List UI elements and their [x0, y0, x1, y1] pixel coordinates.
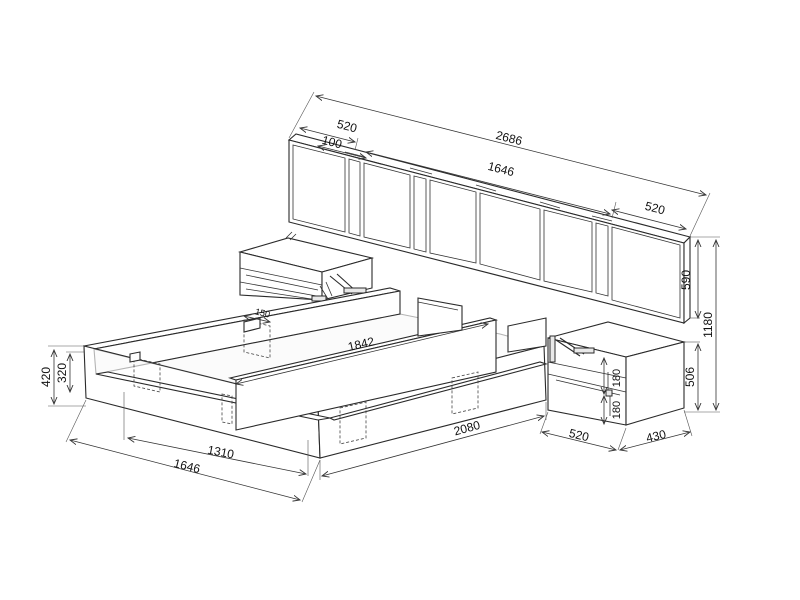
- nightstand-left: [237, 231, 375, 302]
- dim-total-height: 1180: [701, 312, 715, 338]
- dim-bed-inner-length: 1842: [347, 334, 376, 354]
- dim-headboard-side-left: 520: [336, 117, 359, 136]
- drawer-slide-left: [311, 273, 367, 302]
- dim-nightstand-width: 520: [568, 426, 591, 445]
- dim-bed-height: 420: [39, 367, 53, 387]
- dimension-labels: 2686 520 100 1646 520 590 1180 506 420 3…: [39, 117, 715, 476]
- dim-headboard-center: 1646: [486, 159, 516, 179]
- dim-drawer-top: 180: [611, 369, 623, 387]
- dim-drawer-bottom: 180: [611, 401, 623, 419]
- dim-headboard-side-right: 520: [644, 199, 667, 218]
- dim-bed-length: 2080: [452, 418, 482, 439]
- dim-bed-outer-width: 1646: [172, 456, 202, 476]
- dim-headboard-height: 590: [679, 270, 693, 290]
- dim-bed-inner-height: 320: [55, 363, 69, 383]
- dim-nightstand-height: 506: [683, 367, 697, 387]
- drawer-slide-right: [549, 335, 613, 416]
- dim-nightstand-depth: 430: [645, 427, 668, 446]
- dim-bed-inner-width: 1310: [206, 443, 235, 462]
- dimension-lines: [48, 91, 720, 503]
- dim-headboard-total: 2686: [494, 128, 524, 148]
- nightstand-right: [547, 321, 687, 426]
- dim-slot-width: 150: [254, 307, 271, 320]
- dim-headboard-gap: 100: [321, 133, 344, 152]
